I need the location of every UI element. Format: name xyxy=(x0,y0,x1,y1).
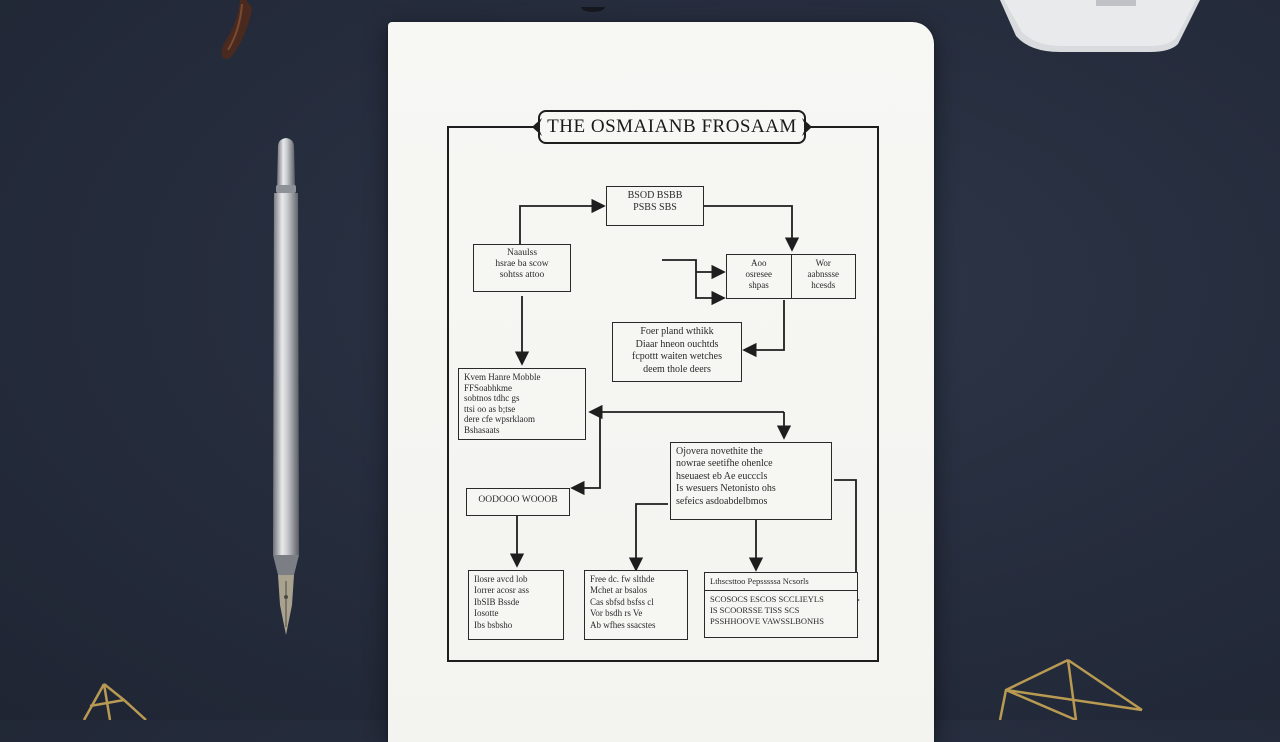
gold-geometric-ornament-left xyxy=(80,680,150,721)
dark-top-object xyxy=(578,0,608,12)
flow-node-center: Foer pland wthikk Diaar hneon ouchtds fc… xyxy=(612,322,742,382)
diagram-frame xyxy=(447,126,879,662)
flow-node-left-small: OODOOO WOOOB xyxy=(466,488,570,516)
flow-node-bottom-right-header: Lthscsttoo Pepsssssa Ncsorls xyxy=(710,576,809,586)
diagram-title-banner: THE OSMAIANB FROSAAM xyxy=(538,110,806,144)
diagram-title: THE OSMAIANB FROSAAM xyxy=(547,116,797,137)
flow-node-left-upper: Naaulss hsrae ba scow sohtss attoo xyxy=(473,244,571,292)
flow-node-bottom-center: Free dc. fw slthde Mchet ar bsalos Cas s… xyxy=(584,570,688,640)
flow-node-left-middle: Kvem Hanre Mobble FFSoabhkme sobtnos tdh… xyxy=(458,368,586,440)
wooden-ornament xyxy=(218,0,258,62)
flow-node-right-middle: Ojovera novethite the nowrae seetifhe oh… xyxy=(670,442,832,520)
diagram-connectors xyxy=(447,126,879,662)
flow-node-bottom-left: Ilosre avcd lob Iorrer acosr ass IbSIB B… xyxy=(468,570,564,640)
flow-node-top: BSOD BSBB PSBS SBS xyxy=(606,186,704,226)
fountain-pen xyxy=(268,135,304,645)
flow-node-right-upper-right-cell: Wor aabnssse hcesds xyxy=(790,255,856,298)
flow-node-right-upper: Aoo osresee shpas Wor aabnssse hcesds xyxy=(726,254,856,299)
flow-node-bottom-right-body: SCOSOCS ESCOS SCCLIEYLS IS SCOORSSE TISS… xyxy=(705,590,857,630)
flow-node-right-upper-left-cell: Aoo osresee shpas xyxy=(745,258,773,290)
metal-holder xyxy=(1000,0,1210,56)
flow-node-bottom-right: Lthscsttoo Pepsssssa Ncsorls SCOSOCS ESC… xyxy=(704,572,858,638)
gold-geometric-ornament xyxy=(996,654,1146,722)
